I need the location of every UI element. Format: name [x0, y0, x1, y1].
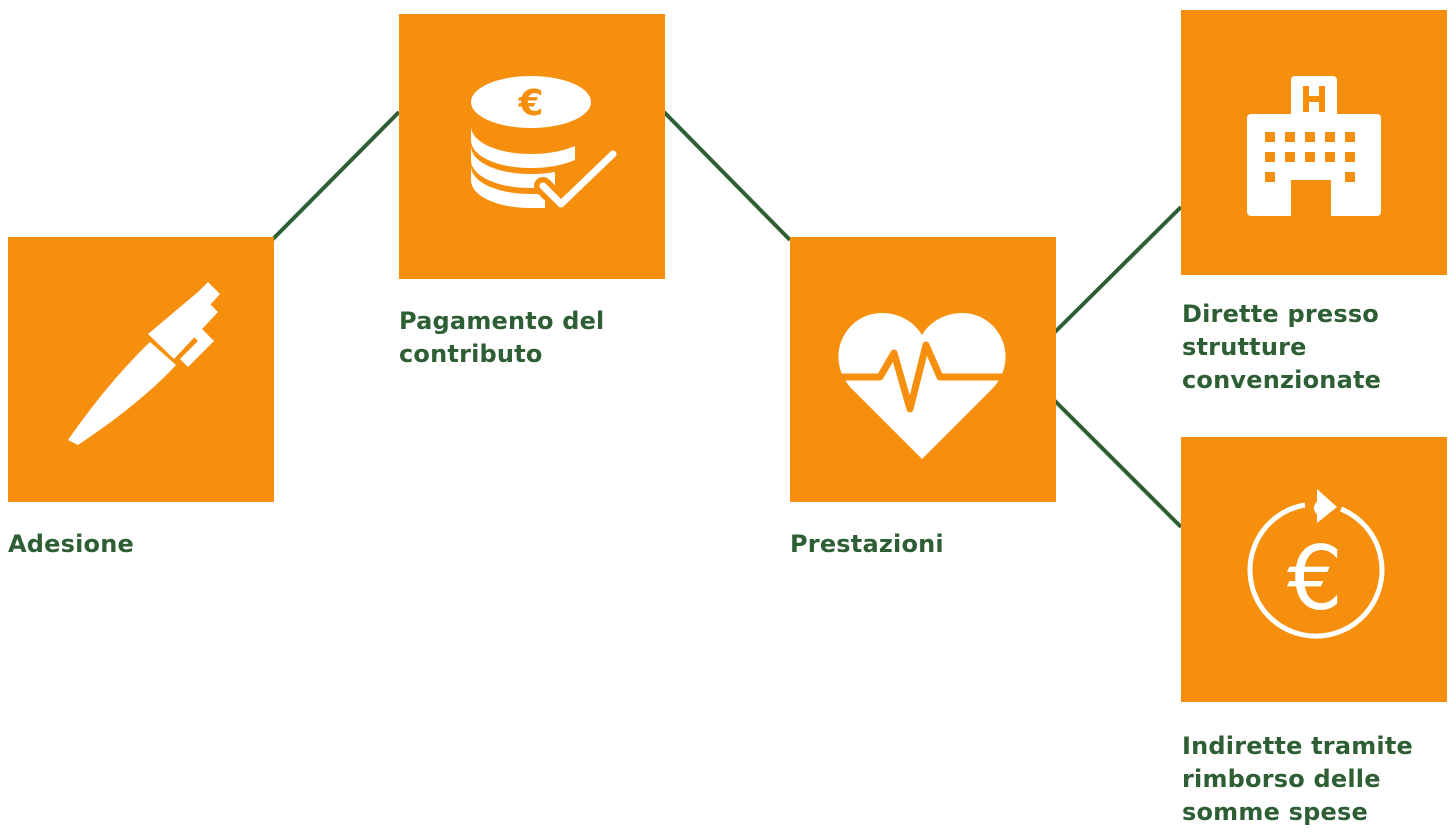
hospital-icon — [1247, 76, 1381, 216]
coins-check-icon: € — [471, 76, 622, 213]
step-box-adesione — [8, 237, 274, 502]
step-label-pagamento: Pagamento del contributo — [399, 307, 605, 368]
step-box-dirette — [1181, 10, 1447, 275]
euro-refund-icon: € — [1247, 489, 1385, 639]
step-label-dirette: Dirette presso strutture convenzionate — [1182, 300, 1382, 394]
step-label-indirette: Indirette tramite rimborso delle somme s… — [1182, 732, 1414, 826]
connector-prestazioni-indirette — [1052, 398, 1183, 529]
step-box-indirette: € — [1181, 437, 1447, 702]
pen-icon — [68, 282, 220, 445]
step-box-prestazioni — [790, 237, 1056, 502]
connector-adesione-pagamento — [270, 110, 401, 242]
svg-text:€: € — [1287, 527, 1343, 630]
connector-pagamento-prestazioni — [662, 110, 792, 242]
step-box-pagamento: € — [399, 14, 665, 279]
step-label-prestazioni: Prestazioni — [790, 530, 944, 558]
step-label-adesione: Adesione — [8, 530, 134, 558]
svg-text:€: € — [517, 83, 543, 124]
connector-prestazioni-dirette — [1052, 205, 1183, 335]
heartbeat-icon — [830, 312, 1016, 459]
